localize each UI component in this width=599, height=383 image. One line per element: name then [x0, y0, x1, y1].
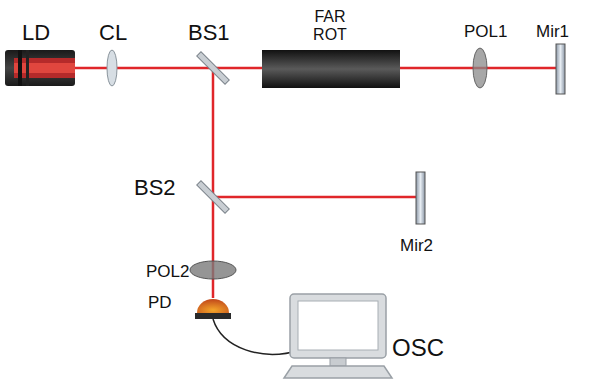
part-label: OSC: [392, 334, 444, 362]
photodiode: [195, 299, 231, 319]
beam-splitter: [197, 52, 230, 85]
part-label: BS1: [188, 20, 230, 45]
laser-diode: [5, 50, 75, 86]
laser-beam: [75, 68, 556, 298]
oscilloscope: [284, 294, 392, 378]
part-label: Mir2: [400, 236, 433, 256]
beam-splitter: [197, 181, 230, 214]
part-label: FAR ROT: [300, 8, 360, 45]
part-label: BS2: [134, 175, 176, 200]
lens: [107, 50, 117, 86]
polarizer: [190, 261, 236, 279]
cable: [213, 319, 300, 354]
part-label: POL2: [146, 262, 189, 282]
part-label: PD: [148, 293, 172, 313]
part-label: CL: [99, 20, 127, 45]
polarizer: [473, 48, 487, 88]
mirror: [556, 44, 565, 94]
faraday-rotator: [262, 50, 400, 88]
part-label: POL1: [464, 22, 507, 42]
part-label: Mir1: [536, 22, 569, 42]
mirror: [416, 172, 425, 224]
part-label: LD: [22, 20, 50, 45]
